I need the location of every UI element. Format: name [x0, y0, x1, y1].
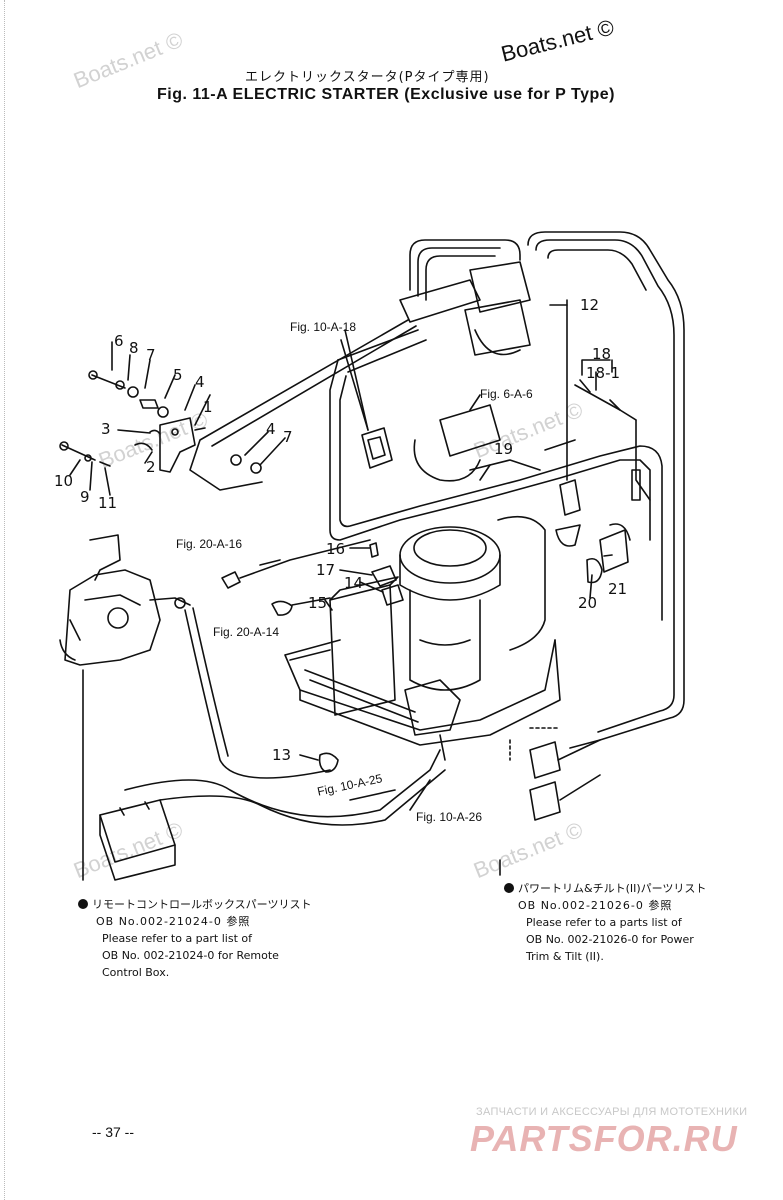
japanese-title: エレクトリックスタータ(Pタイプ専用): [245, 70, 490, 85]
label-part-18: 18: [592, 345, 612, 363]
label-part-6: 6: [114, 332, 124, 350]
label-part-4b: 4: [266, 420, 276, 438]
label-part-7b: 7: [283, 428, 293, 446]
bolt-6: [91, 374, 126, 389]
label-part-12: 12: [580, 296, 600, 314]
note-right-line3: OB No. 002-21026-0 for Power: [526, 933, 694, 946]
part-16: [369, 542, 379, 558]
washer-4b: [230, 454, 242, 466]
battery: [99, 799, 176, 863]
note-left-line4: Control Box.: [102, 966, 170, 979]
part-14: [381, 584, 404, 606]
tilt-switch: [529, 741, 561, 779]
label-part-7: 7: [146, 346, 156, 364]
ref-fig-10-a-26: Fig. 10-A-26: [416, 810, 483, 824]
connector-cluster: [399, 279, 481, 323]
ref-fig-20-a-14: Fig. 20-A-14: [213, 625, 280, 639]
collar-5: [139, 399, 159, 409]
label-part-13: 13: [272, 746, 292, 764]
label-part-9: 9: [80, 488, 90, 506]
connector-12: [559, 479, 581, 516]
label-part-15: 15: [308, 594, 328, 612]
ref-fig-10-a-18: Fig. 10-A-18: [290, 320, 357, 334]
cowling: [284, 639, 556, 731]
fuse-holder: [574, 384, 637, 421]
label-part-19: 19: [494, 440, 514, 458]
brand-logo: PARTSFOR.RU: [470, 1118, 738, 1159]
washer-7b: [250, 462, 262, 474]
battery-cable-1: [124, 749, 441, 818]
washer-7: [127, 386, 139, 398]
harness-top-2: [417, 247, 501, 297]
note-right-line1: OB No.002-21026-0 参照: [518, 899, 673, 912]
label-part-1: 1: [203, 398, 213, 416]
bracket-1: [159, 417, 196, 473]
label-part-18-1: 18-1: [586, 364, 621, 382]
page-number: -- 37 --: [92, 1124, 134, 1140]
label-part-11: 11: [98, 494, 118, 512]
label-part-14: 14: [344, 574, 364, 592]
solenoid: [404, 679, 461, 736]
harness-left: [337, 329, 427, 373]
relay-box: [361, 427, 393, 469]
brand-tagline: ЗАПЧАСТИ И АКСЕССУАРЫ ДЛЯ МОТОТЕХНИКИ: [476, 1106, 748, 1118]
note-right-line4: Trim & Tilt (II).: [526, 950, 604, 963]
left-edge-dots: [4, 0, 6, 1200]
part-3: [149, 429, 161, 435]
label-part-16: 16: [326, 540, 346, 558]
part-2: [134, 442, 153, 451]
figure-title: Fig. 11-A ELECTRIC STARTER (Exclusive us…: [157, 86, 615, 103]
note-power-trim: パワートリム&チルト(II)パーツリスト OB No.002-21026-0 参…: [504, 880, 754, 965]
label-part-2: 2: [146, 458, 156, 476]
ref-fig-20-a-16: Fig. 20-A-16: [176, 537, 243, 551]
washer-8: [115, 380, 125, 390]
remote-control-box: [64, 569, 161, 666]
remote-lever: [89, 534, 121, 581]
bullet-mark-icon: [78, 899, 88, 909]
label-part-10: 10: [54, 472, 74, 490]
label-part-4: 4: [195, 373, 205, 391]
label-part-17: 17: [316, 561, 336, 579]
washer-9: [84, 454, 92, 462]
label-part-21: 21: [608, 580, 628, 598]
starter-motor: [409, 589, 481, 691]
washer-4: [157, 406, 169, 418]
note-left-jp: リモートコントロールボックスパーツリスト: [92, 898, 312, 911]
harness-right-loop: [527, 231, 685, 749]
ref-fig-6-a-6: Fig. 6-A-6: [480, 387, 533, 401]
engine-block: [329, 584, 396, 716]
label-part-20: 20: [578, 594, 598, 612]
cable-remote: [184, 609, 331, 779]
part-21: [599, 529, 629, 573]
cable-end-20a16: [221, 571, 241, 589]
cable-end-20a14: [271, 600, 293, 616]
nut-11: [99, 461, 111, 467]
harness-top-1: [409, 239, 521, 291]
label-part-8: 8: [129, 339, 139, 357]
note-left-line3: OB No. 002-21024-0 for Remote: [102, 949, 279, 962]
part-17: [371, 565, 397, 587]
part-20: [586, 557, 603, 584]
label-part-5: 5: [173, 366, 183, 384]
note-left-line2: Please refer to a part list of: [102, 932, 252, 945]
bullet-mark-icon: [504, 883, 514, 893]
harness-to-bracket: [189, 319, 409, 491]
grommet-13: [318, 752, 339, 773]
note-left-line1: OB No.002-21024-0 参照: [96, 915, 251, 928]
note-remote-control: リモートコントロールボックスパーツリスト OB No.002-21024-0 参…: [78, 896, 328, 981]
unit-6a6: [439, 404, 501, 457]
note-right-line2: Please refer to a parts list of: [526, 916, 682, 929]
note-right-jp: パワートリム&チルト(II)パーツリスト: [518, 882, 707, 895]
flywheel: [399, 526, 501, 584]
label-part-3: 3: [101, 420, 111, 438]
